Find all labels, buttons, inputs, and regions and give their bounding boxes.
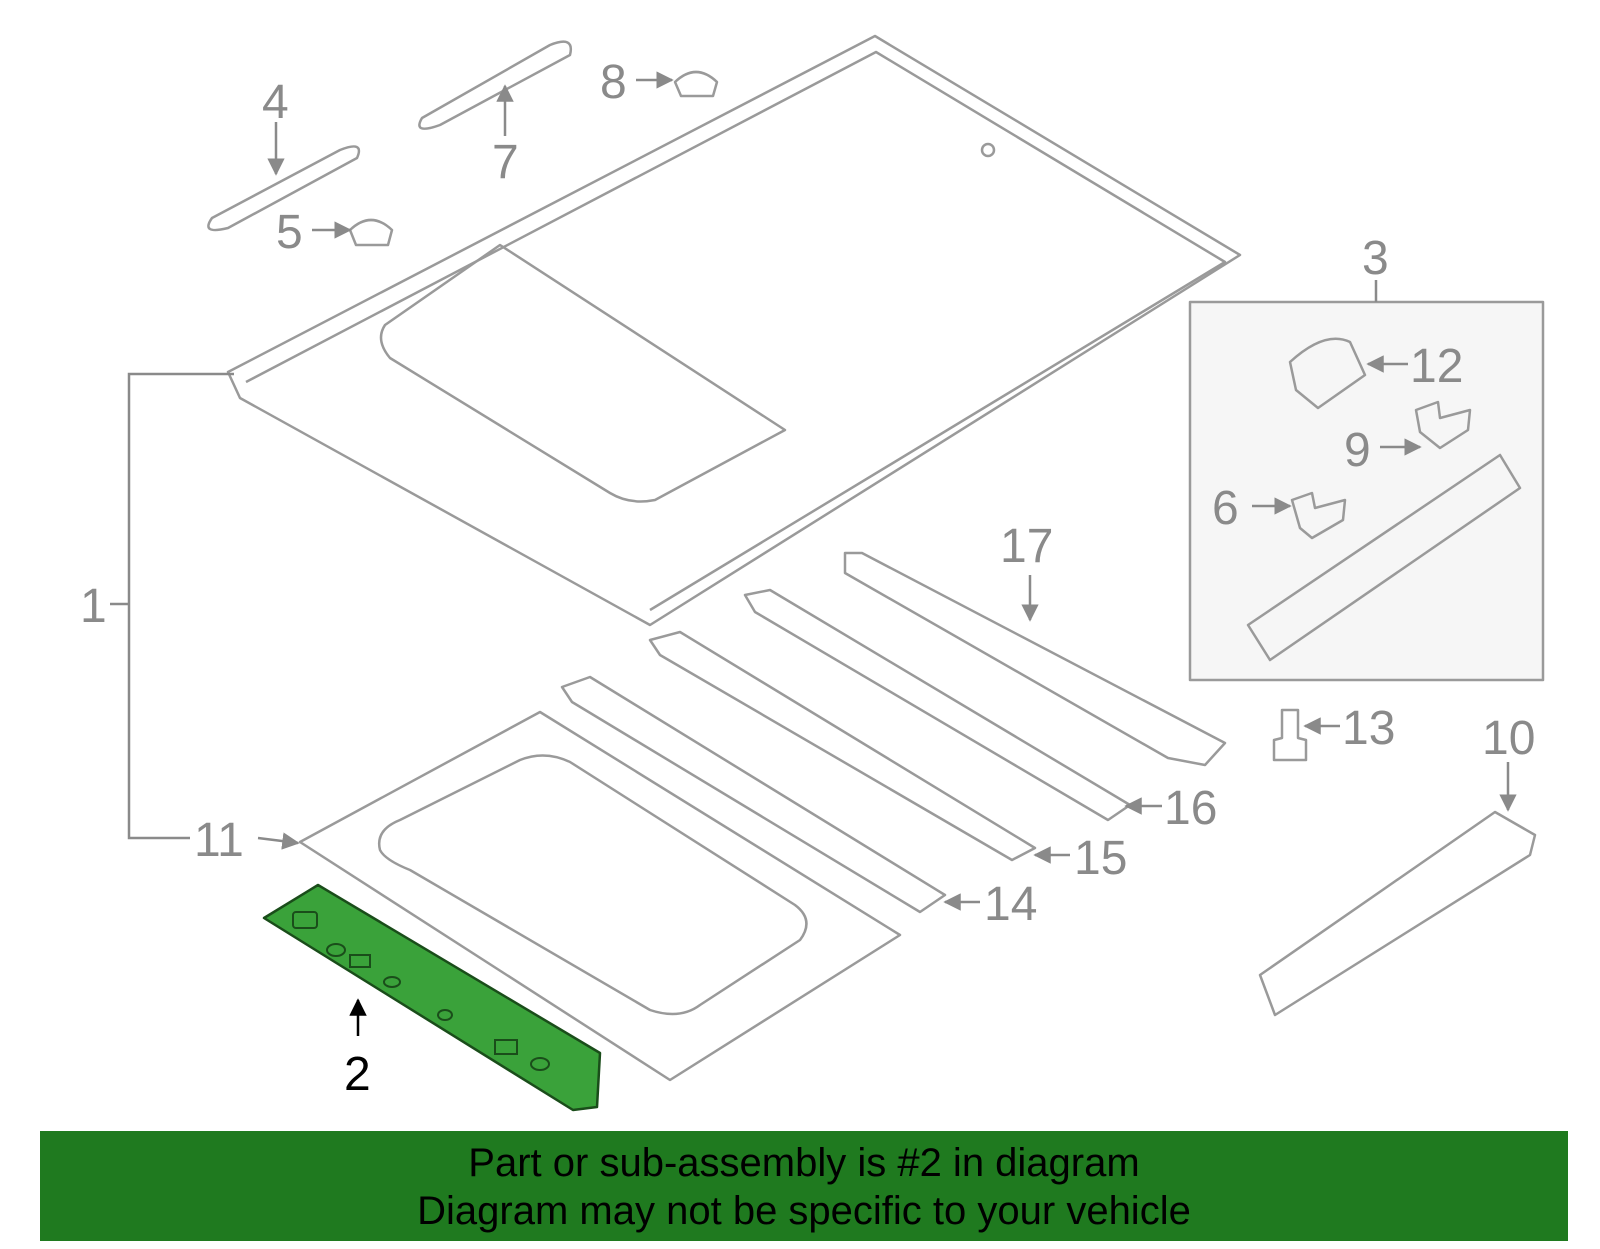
- bracket-4[interactable]: [207, 145, 361, 232]
- panel-hole: [383, 976, 401, 988]
- callout-16: 16: [1164, 782, 1217, 835]
- leader-11: [257, 832, 300, 850]
- panel-hole: [349, 954, 371, 968]
- callout-11: 11: [194, 814, 244, 867]
- banner-line-2: Diagram may not be specific to your vehi…: [417, 1189, 1191, 1233]
- info-banner: Part or sub-assembly is #2 in diagram Di…: [40, 1131, 1568, 1241]
- bracket-6[interactable]: [1290, 491, 1347, 540]
- sunroof-frame-11[interactable]: [298, 710, 902, 1082]
- callout-14: 14: [984, 878, 1037, 931]
- callout-10: 10: [1482, 712, 1535, 765]
- sunroof-opening: [379, 243, 787, 503]
- side-rail-10[interactable]: [1258, 810, 1537, 1017]
- clip-8[interactable]: [673, 70, 719, 98]
- callout-1: 1: [80, 580, 107, 633]
- callout-2: 2: [344, 1048, 371, 1101]
- roof-panel[interactable]: [226, 34, 1242, 627]
- bracket-12[interactable]: [1288, 337, 1367, 410]
- inset-box-3: [1188, 300, 1545, 682]
- callout-12: 12: [1410, 340, 1463, 393]
- callout-15: 15: [1074, 832, 1127, 885]
- sunroof-frame-opening: [377, 754, 808, 1016]
- callout-9: 9: [1344, 424, 1371, 477]
- callout-17: 17: [1000, 520, 1053, 573]
- roof-bow-15[interactable]: [648, 630, 1037, 862]
- clip-5[interactable]: [348, 218, 394, 247]
- callout-8: 8: [600, 56, 627, 109]
- panel-hole: [530, 1057, 550, 1071]
- callout-5: 5: [276, 206, 303, 259]
- callout-7: 7: [492, 136, 519, 189]
- reinforcement-3[interactable]: [1246, 453, 1522, 662]
- roof-bow-14[interactable]: [560, 675, 947, 914]
- bolt-13[interactable]: [1272, 708, 1308, 762]
- roof-bow-16[interactable]: [743, 588, 1132, 822]
- banner-line-1: Part or sub-assembly is #2 in diagram: [468, 1141, 1140, 1185]
- roof-bow-17[interactable]: [843, 551, 1227, 767]
- panel-hole: [494, 1039, 518, 1055]
- callout-6: 6: [1212, 482, 1239, 535]
- panel-hole: [292, 911, 318, 929]
- bracket-9[interactable]: [1414, 400, 1472, 450]
- panel-hole: [437, 1009, 453, 1021]
- callout-3: 3: [1362, 232, 1389, 285]
- panel-hole: [326, 943, 346, 957]
- callout-13: 13: [1342, 702, 1395, 755]
- bracket-line-1: [127, 372, 234, 840]
- bracket-7[interactable]: [418, 40, 573, 130]
- front-header-panel-2[interactable]: [262, 883, 602, 1112]
- callout-4: 4: [262, 76, 289, 129]
- roof-panel-edge: [245, 50, 1227, 612]
- roof-hole: [980, 142, 996, 158]
